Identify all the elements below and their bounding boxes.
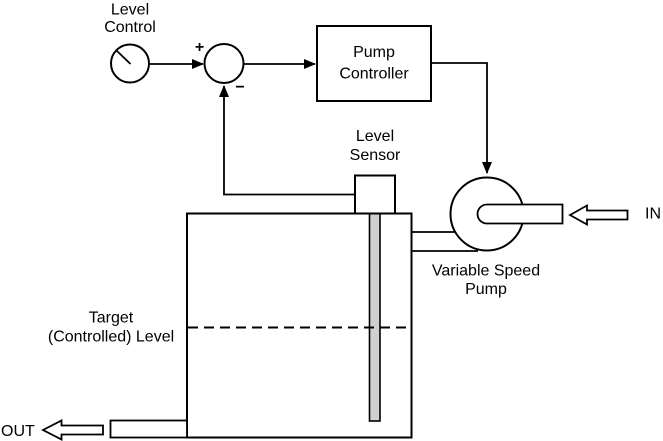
variable-speed-pump-label-line1: Variable Speed bbox=[432, 263, 540, 280]
pump-controller-label-line1: Pump bbox=[353, 44, 395, 61]
in-flow-arrow bbox=[568, 203, 629, 227]
target-level-label-line2: (Controlled) Level bbox=[48, 329, 174, 346]
level-sensor-label-line1: Level bbox=[356, 128, 394, 145]
in-label: IN bbox=[645, 206, 661, 223]
feedback-wire bbox=[219, 85, 355, 196]
pump-controller-label-line2: Controller bbox=[339, 66, 409, 83]
summing-plus-sign: + bbox=[195, 39, 204, 56]
controller-to-pump-wire bbox=[431, 62, 492, 174]
summing-junction bbox=[203, 43, 245, 84]
summing-minus-sign: − bbox=[235, 79, 244, 96]
level-control-label-line1: Level bbox=[111, 2, 149, 19]
pump-controller-box bbox=[316, 25, 432, 102]
out-label: OUT bbox=[1, 423, 35, 440]
level-control-label-line2: Control bbox=[104, 19, 156, 36]
dial-needle-icon bbox=[116, 50, 132, 65]
target-level-label-line1: Target bbox=[89, 310, 134, 327]
level-sensor-label-line2: Sensor bbox=[350, 147, 401, 164]
variable-speed-pump-label-line2: Pump bbox=[465, 281, 507, 298]
outlet-pipe bbox=[109, 419, 188, 439]
level-sensor-box bbox=[354, 174, 396, 215]
sensor-probe bbox=[368, 212, 381, 422]
out-flow-arrow bbox=[41, 419, 104, 441]
pump-inlet-pipe bbox=[476, 203, 564, 225]
